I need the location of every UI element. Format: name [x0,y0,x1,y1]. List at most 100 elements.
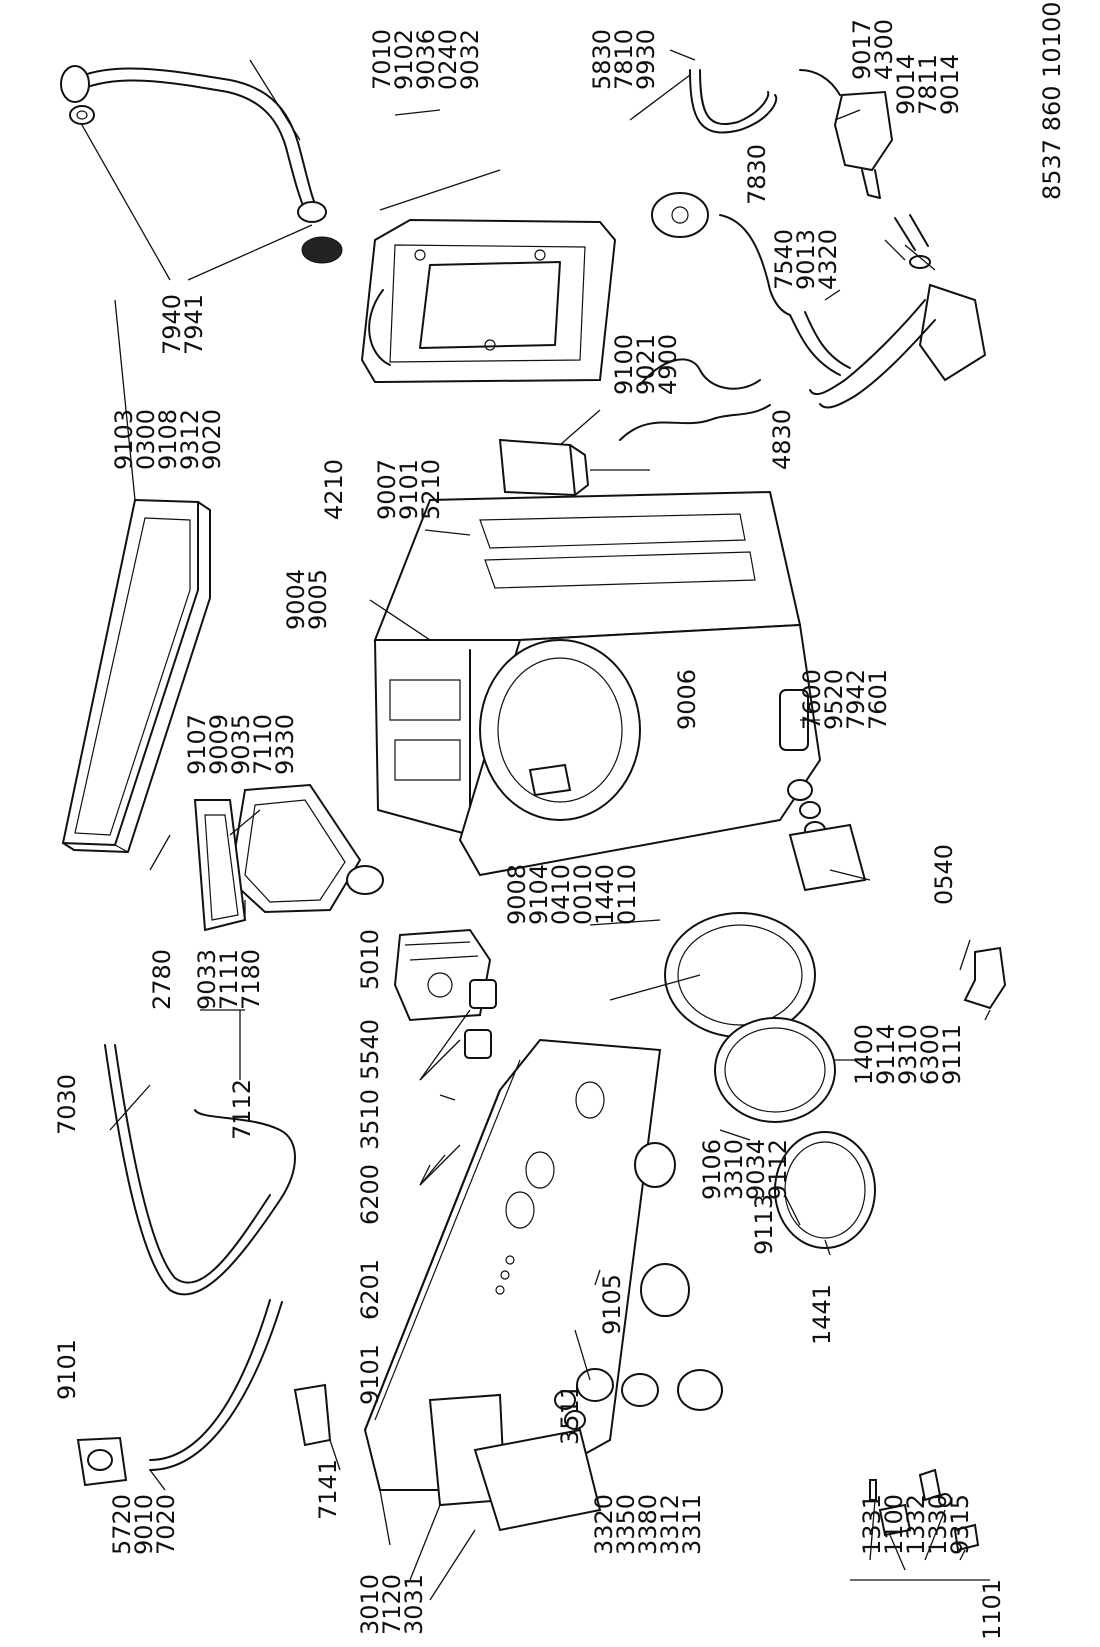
label-7601: 7601 [864,669,892,730]
label-9014-b: 9014 [936,54,964,115]
sump-hose-4320 [809,283,987,409]
label-4210: 4210 [320,459,348,520]
cable-4830 [619,404,771,441]
label-3510: 3510 [356,1089,384,1150]
label-9005: 9005 [304,569,332,630]
door-handle-6300 [963,946,1007,1010]
label-7810: 7810 [610,29,638,90]
label-7811: 7811 [914,54,942,115]
label-3350: 3350 [612,1494,640,1555]
knob-3350 [576,1368,614,1402]
washer-ring-7940 [69,105,95,125]
part-labels: 7940 7941 7010 9102 9036 0240 9032 5830 … [53,2,1066,1641]
hose-7830 [719,214,791,316]
label-9014-a: 9014 [892,54,920,115]
door-gasket-1440 [664,912,816,1038]
label-9330: 9330 [271,714,299,775]
label-9101-b: 9101 [53,1339,81,1400]
label-0410: 0410 [547,864,575,925]
label-7940: 7940 [158,294,186,355]
label-3511: 3511 [556,1384,584,1445]
dispenser-housing-7110 [228,783,384,914]
label-9004: 9004 [282,569,310,630]
label-5830: 5830 [588,29,616,90]
label-4320: 4320 [814,229,842,290]
hose-7020 [149,1299,283,1471]
knob-3310 [634,1142,676,1188]
label-9310: 9310 [894,1024,922,1085]
label-9021: 9021 [632,334,660,395]
label-7112: 7112 [228,1079,256,1140]
ring-3312 [640,1263,690,1317]
label-5720: 5720 [108,1494,136,1555]
label-9036: 9036 [412,29,440,90]
label-1330: 1330 [924,1494,952,1555]
small-parts-bottom [869,1468,980,1552]
label-9034: 9034 [742,1139,770,1200]
label-9008: 9008 [503,864,531,925]
panel-0540 [788,823,867,892]
label-7111: 7111 [215,949,243,1010]
label-7030: 7030 [53,1074,81,1135]
label-0240: 0240 [434,29,462,90]
hose-7811 [894,214,931,269]
label-7942: 7942 [842,669,870,730]
label-0300: 0300 [132,409,160,470]
label-9312: 9312 [176,409,204,470]
inlet-hose-7010 [60,65,327,223]
label-9033: 9033 [193,949,221,1010]
label-9114: 9114 [872,1024,900,1085]
label-3380: 3380 [634,1494,662,1555]
label-9104: 9104 [525,864,553,925]
label-3312: 3312 [656,1494,684,1555]
hose-7030 [104,1044,296,1296]
label-9315: 9315 [946,1494,974,1555]
label-9108: 9108 [154,409,182,470]
cable-4900 [639,358,761,390]
label-9006: 9006 [673,669,701,730]
label-5010: 5010 [356,929,384,990]
label-9520: 9520 [820,669,848,730]
label-7010: 7010 [368,29,396,90]
label-9107: 9107 [183,714,211,775]
label-5210: 5210 [417,459,445,520]
label-9032: 9032 [456,29,484,90]
document-number: 8537 860 10100 [1038,2,1066,201]
label-0010: 0010 [569,864,597,925]
label-7180: 7180 [237,949,265,1010]
label-9007: 9007 [373,459,401,520]
valve-5720 [76,1436,128,1487]
top-cover-0300 [61,498,211,853]
hose-7540 [789,311,851,376]
drawer-front-3031 [473,1428,602,1532]
label-0540: 0540 [930,844,958,905]
label-1400: 1400 [850,1024,878,1085]
label-9013: 9013 [792,229,820,290]
label-9101-a: 9101 [395,459,423,520]
label-9112: 9112 [764,1139,792,1200]
label-9111: 9111 [938,1024,966,1085]
label-9105: 9105 [598,1274,626,1335]
label-6200: 6200 [356,1164,384,1225]
label-0110: 0110 [613,864,641,925]
label-9101-c: 9101 [356,1344,384,1405]
label-9113: 9113 [750,1194,778,1255]
filter-box-9021 [498,438,589,497]
label-7020: 7020 [152,1494,180,1555]
hose-7810 [689,69,778,134]
pressure-switch-5830 [651,192,709,238]
label-3320: 3320 [590,1494,618,1555]
label-6300: 6300 [916,1024,944,1085]
label-4830: 4830 [768,409,796,470]
label-7120: 7120 [378,1574,406,1635]
label-7540: 7540 [770,229,798,290]
label-7600: 7600 [798,669,826,730]
label-9103: 9103 [110,409,138,470]
label-4900: 4900 [654,334,682,395]
label-7141: 7141 [314,1459,342,1520]
control-panel-3010 [363,1038,662,1491]
drain-pump-4300 [799,69,894,199]
rear-frame-0240 [360,218,617,384]
label-1332: 1332 [902,1494,930,1555]
filter-screen-7941 [301,236,343,264]
